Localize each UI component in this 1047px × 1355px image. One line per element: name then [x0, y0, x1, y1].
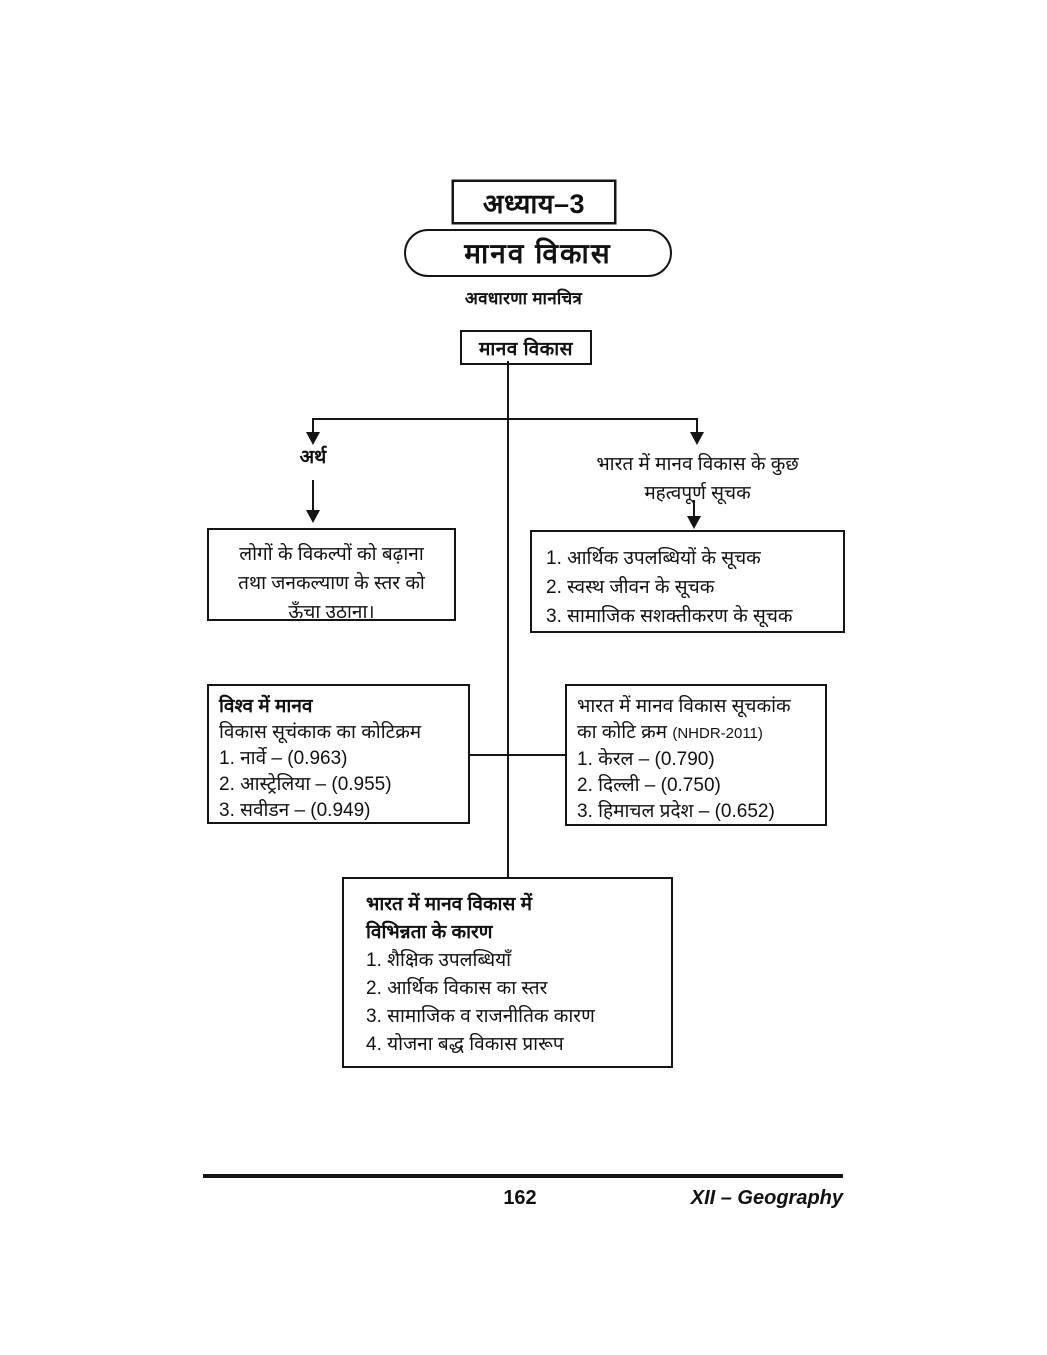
reasons-heading-line2: विभिन्नता के कारण — [366, 922, 493, 943]
page-number: 162 — [503, 1187, 537, 1209]
footer-subject: XII – Geography — [690, 1187, 843, 1209]
page-title-label: मानव विकास — [464, 238, 612, 269]
india-hdi-heading-line1: भारत में मानव विकास सूचकांक — [577, 696, 791, 717]
connector-left-branch — [312, 418, 314, 434]
world-hdi-heading-line2: विकास सूचंकाक का कोटिक्रम — [219, 722, 422, 743]
connector-indicators-stem — [693, 500, 695, 518]
chapter-badge: अध्याय–3 — [452, 180, 616, 224]
list-item: 1. केरल – (0.790) — [577, 749, 715, 770]
box-reasons: भारत में मानव विकास में विभिन्नता के कार… — [342, 877, 673, 1068]
list-item: 2. आस्ट्रेलिया – (0.955) — [219, 774, 392, 795]
branch-label-indicators-line1: भारत में मानव विकास के कुछ — [596, 454, 799, 475]
list-item: 4. योजना बद्ध विकास प्रारूप — [366, 1034, 564, 1055]
branch-label-indicators-line2: महत्वपूर्ण सूचक — [644, 483, 751, 504]
page-title: मानव विकास — [404, 229, 672, 277]
india-hdi-source-note: (NHDR-2011) — [672, 725, 763, 742]
page-subtitle: अवधारणा मानचित्र — [464, 289, 583, 308]
india-hdi-heading-line2-main: का कोटि क्रम — [577, 722, 673, 743]
list-item: 1. आर्थिक उपलब्धियों के सूचक — [546, 548, 761, 569]
list-item: 1. शैक्षिक उपलब्धियाँ — [366, 950, 512, 971]
box-world-hdi: विश्व में मानव विकास सूचंकाक का कोटिक्रम… — [207, 684, 470, 824]
list-item: 2. दिल्ली – (0.750) — [577, 775, 721, 796]
connector-meaning-stem — [312, 480, 314, 512]
list-item: 2. आर्थिक विकास का स्तर — [366, 978, 548, 999]
list-item: 3. सवीडन – (0.949) — [219, 800, 371, 821]
list-item: 2. स्वस्थ जीवन के सूचक — [546, 577, 715, 598]
branch-label-indicators: भारत में मानव विकास के कुछ महत्वपूर्ण सू… — [520, 450, 875, 508]
connector-branch-bar — [312, 418, 698, 420]
node-root: मानव विकास — [460, 330, 592, 365]
meaning-line-2: तथा जनकल्याण के स्तर को — [238, 573, 425, 594]
box-meaning: लोगों के विकल्पों को बढ़ाना तथा जनकल्याण… — [207, 528, 456, 623]
list-item: 3. सामाजिक व राजनीतिक कारण — [366, 1006, 595, 1027]
connector-world-to-spine — [470, 754, 509, 756]
arrow-meaning-icon — [306, 510, 320, 523]
list-item: 3. सामाजिक सशक्तीकरण के सूचक — [546, 606, 793, 627]
box-indicators: 1. आर्थिक उपलब्धियों के सूचक 2. स्वस्थ ज… — [530, 530, 845, 633]
arrow-left-branch-icon — [306, 432, 320, 445]
list-item: 1. नार्वे – (0.963) — [219, 748, 348, 769]
chapter-label: अध्याय–3 — [482, 188, 586, 219]
world-hdi-heading-line1: विश्व में मानव — [219, 696, 313, 717]
box-india-hdi: भारत में मानव विकास सूचकांक का कोटि क्रम… — [565, 684, 827, 826]
arrow-right-branch-icon — [690, 432, 704, 445]
connector-right-branch — [696, 418, 698, 434]
reasons-heading-line1: भारत में मानव विकास में — [366, 894, 532, 915]
connector-root-stem — [507, 361, 509, 419]
meaning-line-3: ऊँचा उठाना। — [288, 602, 375, 623]
list-item: 3. हिमाचल प्रदेश – (0.652) — [577, 801, 775, 822]
footer-divider — [203, 1174, 843, 1178]
connector-spine-to-india — [507, 754, 567, 756]
arrow-indicators-icon — [687, 516, 701, 529]
connector-main-spine — [507, 418, 509, 877]
node-root-label: मानव विकास — [478, 338, 573, 360]
india-hdi-heading-line2: का कोटि क्रम (NHDR-2011) — [577, 720, 817, 747]
meaning-line-1: लोगों के विकल्पों को बढ़ाना — [239, 544, 424, 565]
branch-label-meaning: अर्थ — [299, 447, 327, 468]
